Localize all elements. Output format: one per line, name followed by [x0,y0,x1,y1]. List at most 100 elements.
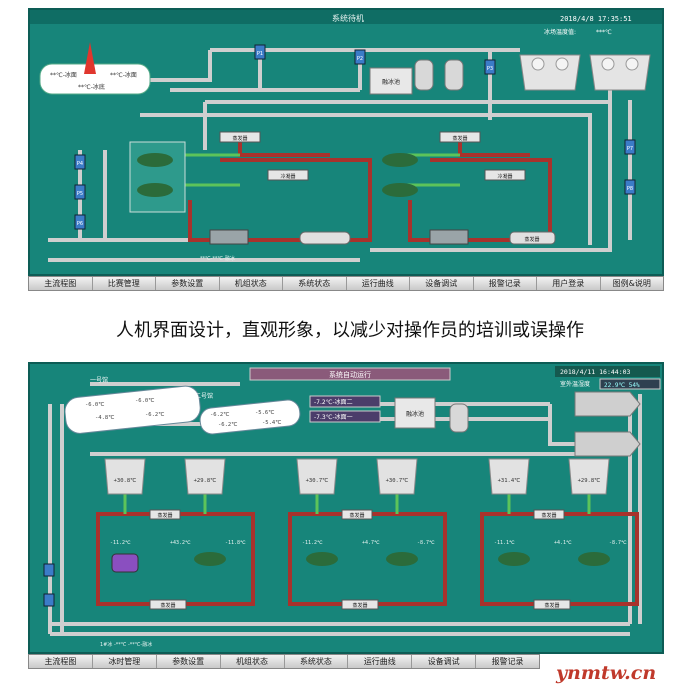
svg-text:-8.7℃: -8.7℃ [609,540,627,546]
nav-main-flow[interactable]: 主流程图 [29,655,93,668]
nav-alarm-log[interactable]: 报警记录 [476,655,539,668]
nav-legend[interactable]: 图例&说明 [600,277,663,290]
rink-hall-1[interactable]: 一号馆 -6.0℃ -6.0℃ -4.8℃ -6.2℃ [64,376,202,435]
cooling-tower-6: +29.8℃ [568,458,610,495]
chiller-unit-1[interactable]: 蒸发器 -11.2℃ +43.2℃ -11.8℃ 蒸发器 [110,509,246,610]
pump-p5[interactable]: P5 [74,184,86,200]
svg-text:P7: P7 [627,146,633,152]
svg-text:-11.2℃: -11.2℃ [110,540,131,546]
pump-p1[interactable]: P1 [254,44,266,60]
red-pipes [96,512,639,606]
svg-text:蒸发器: 蒸发器 [541,512,556,519]
svg-text:P8: P8 [627,186,633,192]
svg-text:-8.7℃: -8.7℃ [417,540,435,546]
caption: 人机界面设计，直观形象，以减少对操作员的培训或误操作 [116,320,584,341]
rink-temp-label: 冰场温度值: [544,28,576,36]
nav-system-status[interactable]: 系统状态 [283,277,347,290]
svg-text:冷凝器: 冷凝器 [280,173,295,180]
expansion-tank-2 [444,59,464,91]
nav-unit-status[interactable]: 机组状态 [219,277,283,290]
svg-text:-6.2℃: -6.2℃ [145,412,165,418]
rink-hall-2[interactable]: 二号馆 -6.2℃ -5.6℃ -6.2℃ -5.4℃ [195,392,301,435]
chiller-unit-b[interactable] [382,153,418,197]
pump-p3[interactable]: P3 [484,59,496,75]
cooling-tower-5: +31.4℃ [488,458,530,495]
svg-text:+4.1℃: +4.1℃ [554,540,572,546]
svg-text:P1: P1 [257,51,263,57]
svg-text:蒸发器: 蒸发器 [352,602,367,609]
pump-p4[interactable]: P4 [74,154,86,170]
supply-readout-2: -7.3℃-冰面一 [314,413,353,421]
nav-main-flow[interactable]: 主流程图 [29,277,93,290]
flame-icon [84,42,96,74]
svg-text:+30.7℃: +30.7℃ [306,478,330,484]
svg-text:+30.7℃: +30.7℃ [386,478,410,484]
rink-mid-temp: **℃-冰底 [78,83,105,91]
svg-text:蒸发器: 蒸发器 [160,602,175,609]
chiller-unit-a[interactable] [129,141,186,213]
red-pipes [188,135,552,242]
condenser-b: 冷凝器 [484,169,526,181]
nav-parameter-settings[interactable]: 参数设置 [156,655,221,668]
expansion-tank [449,403,469,433]
rink-1-label: 一号馆 [90,376,108,384]
pump-p8[interactable]: P8 [624,179,636,195]
svg-text:P6: P6 [77,221,83,227]
rink-left-temp: **℃-冰面 [50,71,77,79]
pump-left-1[interactable] [43,563,55,577]
nav-device-debug[interactable]: 设备调试 [412,655,477,668]
chiller-unit-2[interactable]: 蒸发器 -11.2℃ +4.7℃ -8.7℃ 蒸发器 [302,509,435,610]
svg-text:蒸发器: 蒸发器 [452,135,467,142]
pump-p7[interactable]: P7 [624,139,636,155]
evaporator-c: 蒸发器 [509,231,556,245]
chiller-unit-3[interactable]: 蒸发器 -11.1℃ +4.1℃ -8.7℃ 蒸发器 [494,509,627,610]
svg-text:-4.8℃: -4.8℃ [95,415,115,421]
nav-bar-bottom: 主流程图 冰时管理 参数设置 机组状态 系统状态 运行曲线 设备调试 报警记录 [28,654,540,669]
svg-text:P5: P5 [77,191,83,197]
bottom-readout: **℃-**℃-融冰 [200,255,235,262]
rink-right-temp: **℃-冰面 [110,71,137,79]
svg-text:蒸发器: 蒸发器 [544,602,559,609]
nav-user-login[interactable]: 用户登录 [537,277,601,290]
svg-text:+31.4℃: +31.4℃ [498,478,522,484]
nav-bar-top: 主流程图 比赛管理 参数设置 机组状态 系统状态 运行曲线 设备调试 报警记录 … [28,276,664,291]
heat-exchanger-a [209,229,249,245]
svg-text:-5.4℃: -5.4℃ [262,420,282,426]
nav-match-management[interactable]: 比赛管理 [92,277,156,290]
supply-readout-2-box [309,410,381,423]
nav-alarm-log[interactable]: 报警记录 [473,277,537,290]
ice-rink: **℃-冰面 **℃-冰面 **℃-冰底 [39,42,151,95]
cooling-tower-3: +30.7℃ [296,458,338,495]
svg-text:-5.6℃: -5.6℃ [255,410,275,416]
nav-system-status[interactable]: 系统状态 [284,655,349,668]
bottom-readout: 1#冰 -**℃ -**℃-融冰 [100,641,152,648]
svg-text:+29.8℃: +29.8℃ [578,478,602,484]
svg-text:-6.0℃: -6.0℃ [135,398,155,404]
heat-exchanger-b [429,229,469,245]
pump-p2[interactable]: P2 [354,49,366,65]
watermark: ynmtw.cn [556,662,657,684]
nav-ice-time-management[interactable]: 冰时管理 [92,655,157,668]
svg-text:-6.0℃: -6.0℃ [85,402,105,408]
hmi-screen-auto-run: 系统自动运行 2018/4/11 16:44:03 室外温湿度 22.9℃ 54… [28,362,664,654]
cooling-tower-2 [589,54,651,91]
nav-device-debug[interactable]: 设备调试 [410,277,474,290]
cooling-tower-1: +30.8℃ [104,458,146,495]
svg-text:蒸发器: 蒸发器 [232,135,247,142]
nav-unit-status[interactable]: 机组状态 [220,655,285,668]
nav-run-curve[interactable]: 运行曲线 [348,655,413,668]
clock: 2018/4/11 16:44:03 [560,368,631,376]
svg-text:P3: P3 [487,66,493,72]
svg-text:-6.2℃: -6.2℃ [218,422,238,428]
pump-left-2[interactable] [43,593,55,607]
pump-p6[interactable]: P6 [74,214,86,230]
evaporator-a: 蒸发器 [219,131,261,143]
svg-text:-11.8℃: -11.8℃ [225,540,246,546]
svg-text:P2: P2 [357,56,363,62]
nav-run-curve[interactable]: 运行曲线 [346,277,410,290]
svg-text:蒸发器: 蒸发器 [157,512,172,519]
expansion-tank-1 [414,59,434,91]
air-handler-1 [574,391,641,417]
nav-parameter-settings[interactable]: 参数设置 [156,277,220,290]
svg-text:蒸发器: 蒸发器 [349,512,364,519]
